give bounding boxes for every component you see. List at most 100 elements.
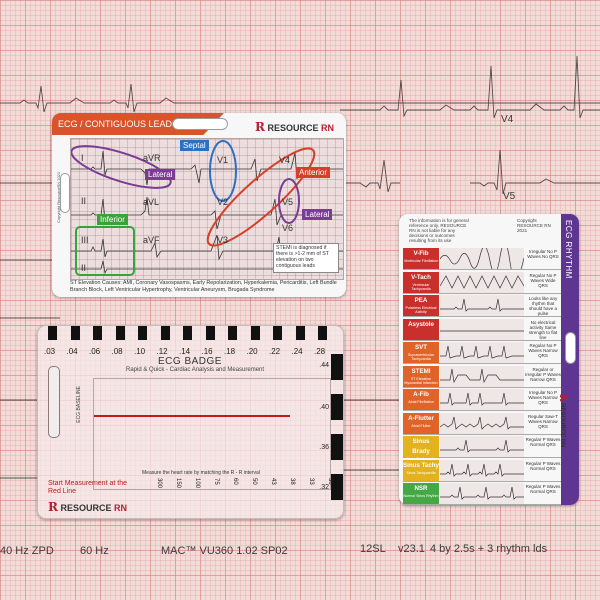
bottom-scale-label: 43	[270, 478, 276, 485]
top-scale-label: .16	[201, 347, 213, 356]
ecg-trace-row-1	[0, 83, 600, 113]
lead-label-v5-card: V5	[282, 197, 294, 207]
anterior-group-outline	[206, 147, 316, 247]
brand-suffix: RN	[321, 123, 335, 133]
top-scale-tick	[205, 326, 215, 340]
top-scale-tick	[115, 326, 125, 340]
top-scale-label: .24	[291, 347, 303, 356]
rhythm-name-sub: Sinus Bradycardia	[403, 457, 439, 461]
side-scale-block	[331, 474, 343, 500]
top-scale-tick	[250, 326, 260, 340]
rhythm-name-sub: Pulseless Electrical Activity	[405, 306, 437, 314]
rhythm-trace	[440, 345, 524, 359]
footer-filter: 40 Hz ZPD	[0, 545, 54, 557]
side-scale-block	[331, 434, 343, 460]
side-scale-label: .44	[319, 362, 329, 369]
badge-brand: R RESOURCE RN	[48, 500, 127, 514]
brand-name: RESOURCE	[267, 123, 319, 133]
rhythm-description: Regular P Waves Normal QRS	[525, 484, 561, 494]
rhythm-name-label: PEA	[414, 297, 428, 304]
rhythm-trace	[440, 330, 524, 331]
rhythm-name-label: A-Flutter	[408, 414, 434, 422]
rhythm-name: SVT Supraventricular Tachycardia	[403, 342, 439, 363]
lanyard-slot	[172, 118, 228, 130]
bottom-scale-label: 100	[194, 478, 200, 489]
footer-format: 12SL	[360, 543, 386, 555]
top-scale-tick	[160, 326, 170, 340]
badge-start-text: Start Measurement at the Red Line	[48, 480, 127, 495]
rhythm-name-sub: Supraventricular Tachycardia	[407, 353, 435, 361]
rhythm-trace	[440, 392, 524, 406]
leads-card-footer: ST Elevation Causes: AMI, Coronary Vasos…	[70, 280, 337, 293]
rhythm-card-sidebar: ECG RHYTHM	[561, 214, 579, 505]
rhythm-card-slot	[565, 332, 576, 364]
rhythm-name-sub: ST Elevation Myocardial Infarction	[404, 376, 438, 385]
badge-red-baseline	[94, 415, 290, 417]
rhythm-row: Asystole No electrical activity Same stre…	[403, 318, 561, 341]
rhythm-brand-logo-icon: R	[557, 394, 567, 402]
lead-label-avl: aVL	[143, 197, 160, 207]
lead-label-v6: V6	[282, 223, 294, 233]
inferior-tag: Inferior	[97, 214, 128, 225]
rhythm-strip	[439, 271, 525, 293]
lead-label-iii: III	[81, 235, 89, 245]
badge-measure-window	[93, 378, 331, 490]
rhythm-name-label: STEMI	[411, 367, 431, 375]
leads-card-brand: R RESOURCE RN	[255, 120, 334, 134]
rhythm-name-label: Asystole	[408, 320, 434, 328]
rhythm-trace	[439, 274, 525, 289]
stemi-note: STEMI is diagnosed if there is >1-2 mm o…	[273, 243, 339, 273]
badge-title: ECG BADGE	[158, 356, 222, 367]
rhythm-description: Regular P Waves Normal QRS	[525, 437, 561, 447]
side-slot	[60, 173, 70, 213]
top-scale-tick	[228, 326, 237, 340]
rhythm-brand-name: RESOURCE RN	[559, 403, 565, 448]
rhythm-name: Sinus BradySinus Bradycardia	[403, 436, 439, 461]
bottom-scale-label: 60	[232, 478, 238, 485]
footer-mains: 60 Hz	[80, 545, 109, 557]
side-scale-block	[331, 354, 343, 380]
rhythm-strip	[440, 436, 524, 457]
rhythm-name-label: Sinus Brady	[412, 438, 430, 455]
rhythm-card-disclaimer: The information is for general reference…	[409, 218, 469, 243]
septal-group-outline	[209, 140, 237, 202]
strip-trace-1	[71, 150, 343, 186]
rhythm-trace	[440, 463, 524, 477]
footer-device: MAC™ VU360 1.02 SP02	[161, 545, 288, 557]
footer-version: v23.1	[398, 543, 425, 555]
bottom-scale-label: 300	[156, 478, 162, 489]
top-scale-tick	[318, 326, 327, 340]
rhythm-description: Regular or Irregular P Waves Narrow QRS	[525, 366, 561, 382]
top-scale-tick	[295, 326, 305, 340]
rhythm-trace	[440, 298, 524, 312]
top-scale-label: .06	[89, 347, 101, 356]
rhythm-strip	[440, 483, 524, 504]
rhythm-name: Asystole	[403, 318, 439, 340]
rhythm-name-sub: Sinus Tachycardia	[406, 470, 436, 475]
top-scale-tick	[273, 326, 282, 340]
top-scale-label: .22	[269, 347, 281, 356]
rhythm-row: Sinus BradySinus Bradycardia Regular P Wa…	[403, 436, 561, 461]
rhythm-name-label: SVT	[414, 344, 428, 351]
rhythm-strip	[439, 242, 525, 279]
footer-layout: 4 by 2.5s + 3 rhythm lds	[430, 543, 548, 555]
ecg-badge-card: .03.04.06.08.10.12.14.16.18.20.22.24.28 …	[37, 325, 344, 519]
rhythm-name-sub: Ventricular Fibrillation	[403, 259, 439, 263]
rhythm-description: Regular No P Waves Wide QRS	[529, 272, 557, 288]
bottom-scale-label: 150	[175, 478, 181, 489]
lead-label-ii: II	[81, 196, 87, 206]
rhythm-description: No electrical activity Same strength to …	[528, 319, 558, 340]
lateral-tag: Lateral	[145, 169, 176, 180]
rhythm-description: Regular Saw-T Waves Narrow QRS	[527, 413, 558, 429]
